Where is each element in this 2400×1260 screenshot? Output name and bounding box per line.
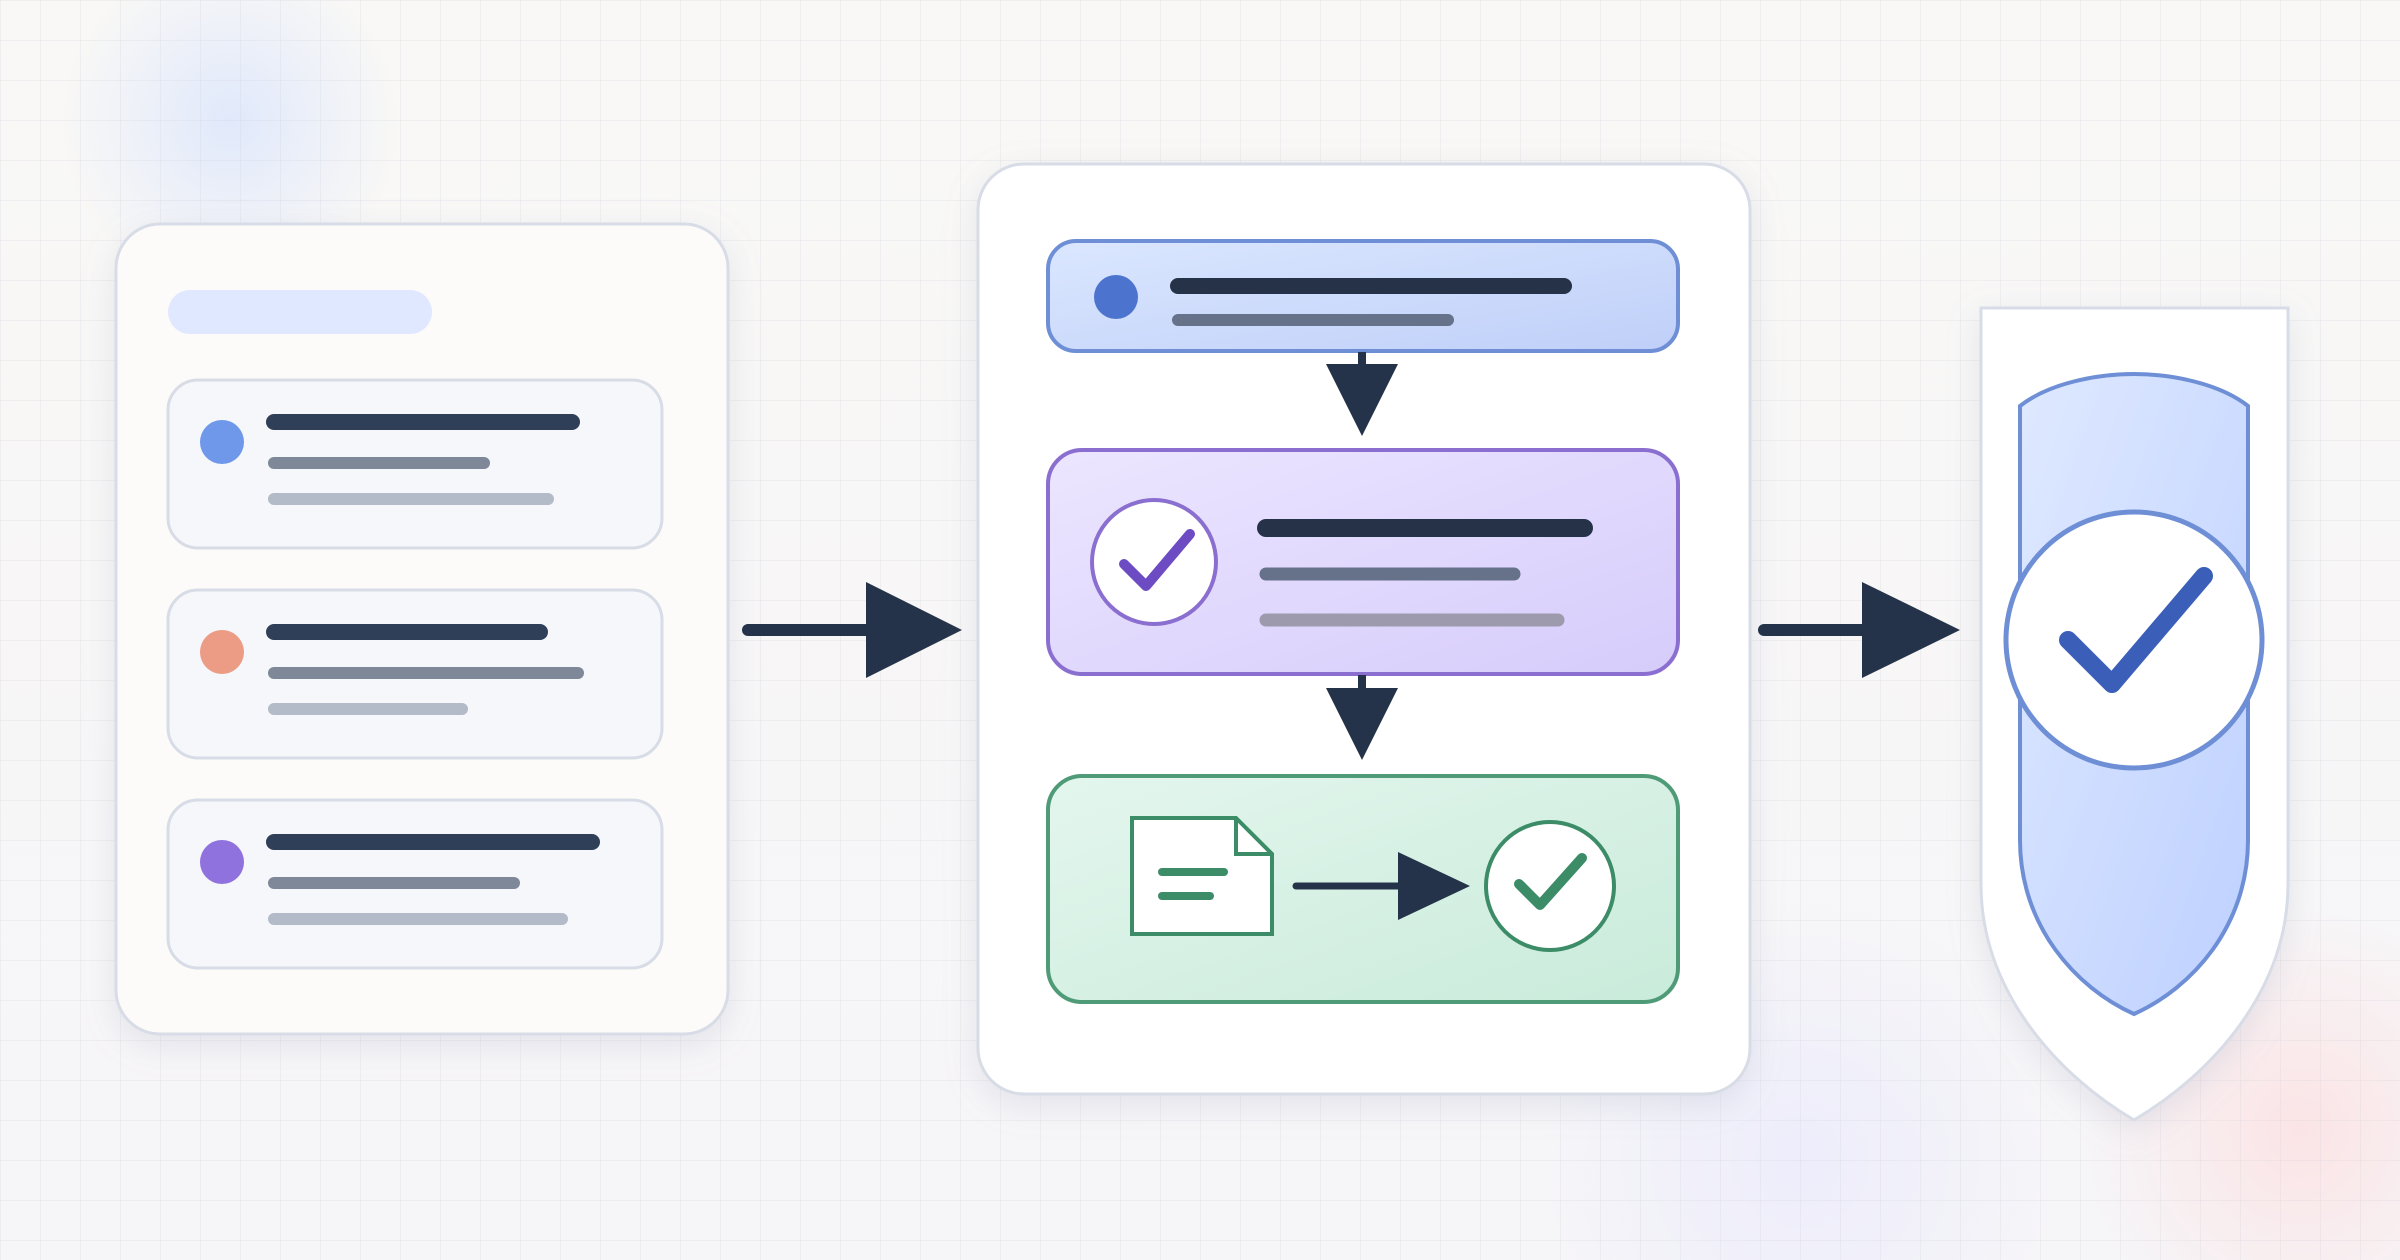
status-dot-icon xyxy=(200,840,244,884)
arrow-right-icon xyxy=(1292,852,1470,920)
list-item[interactable] xyxy=(166,378,664,550)
step-header[interactable] xyxy=(1046,239,1680,353)
step-card xyxy=(1046,239,1680,353)
status-dot-icon xyxy=(200,420,244,464)
list-item[interactable] xyxy=(166,798,664,970)
left-panel-title-placeholder xyxy=(168,290,432,334)
status-dot-icon xyxy=(1094,275,1138,319)
arrow-down-icon xyxy=(1326,352,1398,436)
arrow-right-icon xyxy=(742,582,962,678)
step-check[interactable] xyxy=(1046,448,1680,676)
check-circle xyxy=(1484,820,1616,952)
checkmark-icon xyxy=(2059,567,2213,693)
status-dot-icon xyxy=(200,630,244,674)
document-icon xyxy=(1130,816,1274,936)
left-panel xyxy=(114,222,730,1036)
list-item[interactable] xyxy=(166,588,664,760)
center-panel xyxy=(976,162,1752,1096)
arrow-right-icon xyxy=(1758,582,1960,678)
checkmark-icon xyxy=(1119,529,1195,591)
step-document-check[interactable] xyxy=(1046,774,1680,1004)
shield-icon xyxy=(1979,306,2290,1122)
check-circle xyxy=(2003,509,2265,771)
check-circle xyxy=(1090,498,1218,626)
checkmark-icon xyxy=(1514,853,1587,910)
arrow-down-icon xyxy=(1326,675,1398,760)
